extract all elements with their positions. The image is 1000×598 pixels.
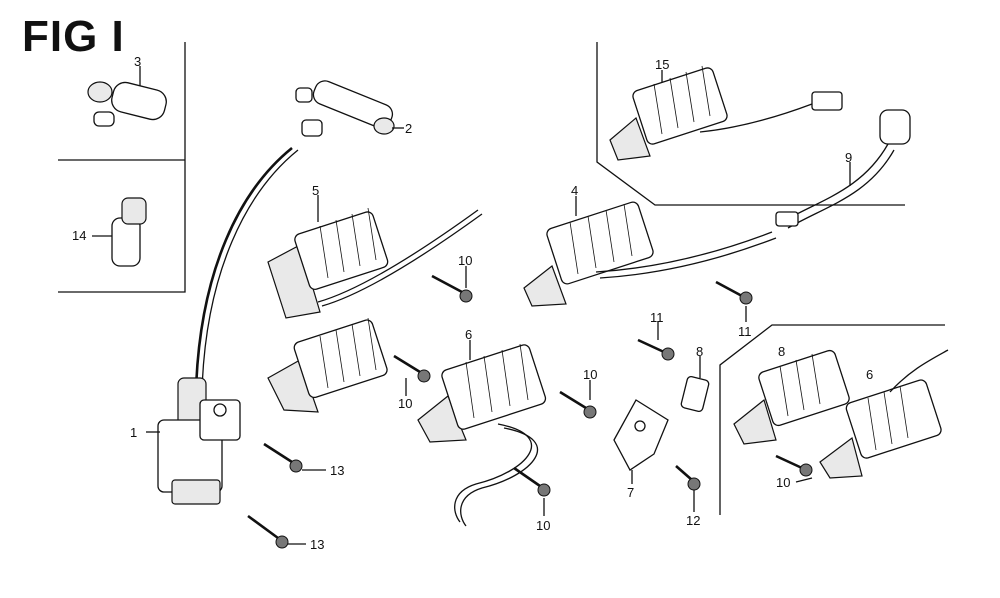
callout-10-e: 10 xyxy=(776,475,791,490)
lighting-coil-15 xyxy=(609,65,843,161)
callout-13-a: 13 xyxy=(330,463,345,478)
bracket-7 xyxy=(613,399,669,484)
callout-10-a: 10 xyxy=(458,253,473,268)
callout-11-b: 11 xyxy=(650,310,664,325)
callout-1: 1 xyxy=(130,425,138,440)
charge-coil-6 xyxy=(417,340,547,527)
inset-frame-top-right xyxy=(596,42,905,206)
callout-3: 3 xyxy=(134,54,142,69)
bolt-10-b xyxy=(393,354,431,396)
callout-13-b: 13 xyxy=(310,537,325,552)
callout-6-b: 6 xyxy=(866,367,874,382)
bolt-10-c xyxy=(559,380,597,419)
callout-4: 4 xyxy=(571,183,579,198)
callout-14: 14 xyxy=(72,228,87,243)
callout-11-a: 11 xyxy=(738,324,752,339)
bolt-12 xyxy=(675,465,701,512)
inset-coil-8 xyxy=(733,349,850,445)
bolt-13-b xyxy=(247,514,306,549)
plug-cap-3 xyxy=(87,66,167,127)
inset-frame-left xyxy=(58,42,186,293)
charge-coil-5b xyxy=(267,317,388,413)
wire-harness-9 xyxy=(775,109,911,229)
bolt-10-e xyxy=(775,454,813,483)
cap-2 xyxy=(295,80,404,137)
callout-10-c: 10 xyxy=(583,367,598,382)
callout-10-d: 10 xyxy=(536,518,551,533)
exciter-coil-5 xyxy=(267,195,483,319)
callout-9: 9 xyxy=(845,150,853,165)
bolt-10-d xyxy=(513,466,551,516)
bolt-13-a xyxy=(263,442,326,473)
bolt-10-a xyxy=(431,266,473,303)
bolt-11-a xyxy=(715,280,753,322)
callout-6-a: 6 xyxy=(465,327,473,342)
callout-10-b: 10 xyxy=(398,396,413,411)
plug-cap-14 xyxy=(92,197,147,267)
bolt-11-b xyxy=(637,322,675,361)
callout-7: 7 xyxy=(627,485,635,500)
ignition-coil-1 xyxy=(146,146,299,505)
callout-2: 2 xyxy=(405,121,413,136)
lighting-coil-4 xyxy=(523,196,777,307)
figure-title: FIG I xyxy=(22,12,125,61)
callout-8-b: 8 xyxy=(778,344,786,359)
inset-coil-6 xyxy=(819,349,949,479)
callout-8-a: 8 xyxy=(696,344,704,359)
clip-8 xyxy=(680,356,710,412)
inset-frame-bottom-right xyxy=(719,324,945,515)
callout-15: 15 xyxy=(655,57,670,72)
callout-12: 12 xyxy=(686,513,701,528)
callout-5: 5 xyxy=(312,183,320,198)
